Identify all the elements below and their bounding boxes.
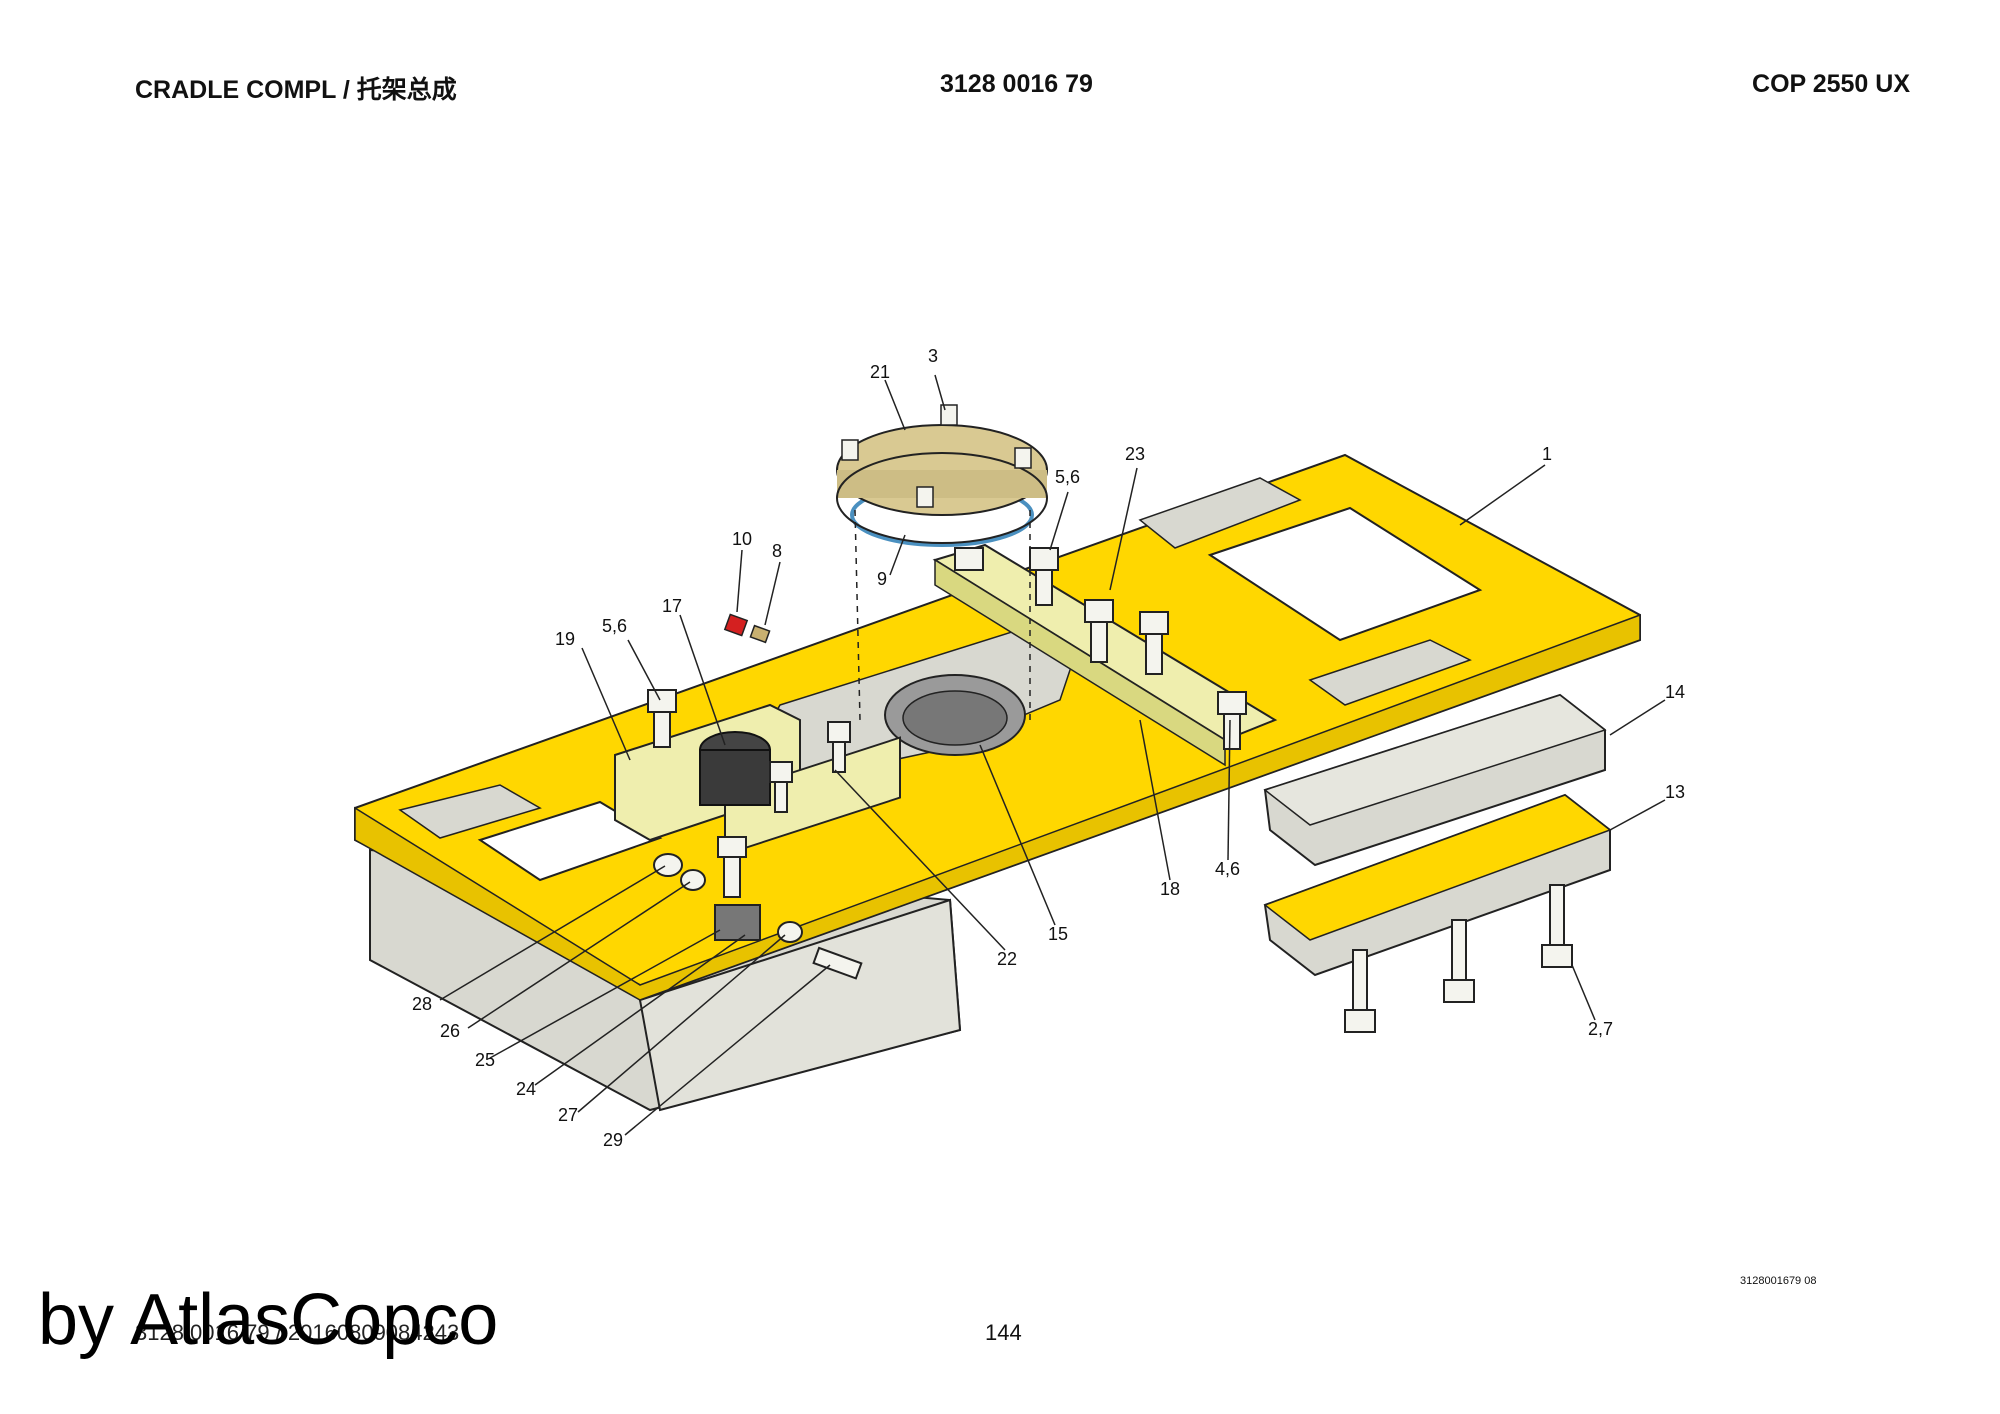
callout-14: 14 [1665, 682, 1685, 702]
callout-17: 17 [662, 596, 682, 616]
callout-19: 19 [555, 629, 575, 649]
nut-28 [653, 853, 683, 877]
callout-8: 8 [772, 541, 782, 561]
wear-strip-14-top [1263, 694, 1607, 826]
callout-28: 28 [412, 994, 432, 1014]
callout-5-6-left: 5,6 [602, 616, 627, 636]
leader-lines [439, 374, 1666, 1136]
callout-18: 18 [1160, 879, 1180, 899]
callout-9: 9 [877, 569, 887, 589]
bracket-24 [714, 904, 761, 941]
cradle-pad-right [1138, 477, 1302, 549]
cradle-window-left [477, 800, 663, 882]
part-number: 3128 0016 79 [940, 70, 1093, 98]
bolt-29 [812, 946, 863, 980]
page-number: 144 [985, 1320, 1022, 1345]
callout-25: 25 [475, 1050, 495, 1070]
cover-21-bottom [836, 452, 1048, 544]
callout-2-7: 2,7 [1588, 1019, 1613, 1039]
callout-24: 24 [516, 1079, 536, 1099]
callout-27: 27 [558, 1105, 578, 1125]
washer-27 [777, 921, 803, 943]
cradle-window-right [1207, 506, 1483, 642]
cradle-pad-front [1308, 639, 1472, 706]
plug-10 [723, 613, 749, 637]
bolts-2-7 [1344, 884, 1573, 1033]
washer-26 [680, 869, 706, 891]
callout-13: 13 [1665, 782, 1685, 802]
callout-22: 22 [997, 949, 1017, 969]
seal-ring-inner [902, 690, 1008, 746]
callout-15: 15 [1048, 924, 1068, 944]
cradle-lower-body-front [638, 898, 962, 1112]
callout-10: 10 [732, 529, 752, 549]
callout-21: 21 [870, 362, 890, 382]
callout-4-6: 4,6 [1215, 859, 1240, 879]
bolts [647, 547, 1247, 898]
callout-1: 1 [1542, 444, 1552, 464]
bar-18-side [934, 558, 1226, 767]
magnet-17-body [699, 749, 771, 806]
model-name: COP 2550 UX [1752, 70, 1910, 98]
cradle-plate-edge [354, 613, 1641, 1001]
callout-3: 3 [928, 346, 938, 366]
drawing-title: CRADLE COMPL / 托架总成 [135, 76, 457, 104]
block-22 [724, 736, 901, 856]
callout-26: 26 [440, 1021, 460, 1041]
fitting-8 [749, 624, 771, 644]
callout-5-6-top: 5,6 [1055, 467, 1080, 487]
footer-document-id: 3128 0016 79 / 20160809084243 [135, 1320, 460, 1345]
callout-29: 29 [603, 1130, 623, 1150]
figure-code: 3128001679 08 [1740, 1275, 1817, 1287]
cover-21-rim [837, 470, 1047, 498]
cradle-pad-left [398, 784, 542, 839]
watermark: by AtlasCopco [38, 1280, 499, 1360]
callout-23: 23 [1125, 444, 1145, 464]
